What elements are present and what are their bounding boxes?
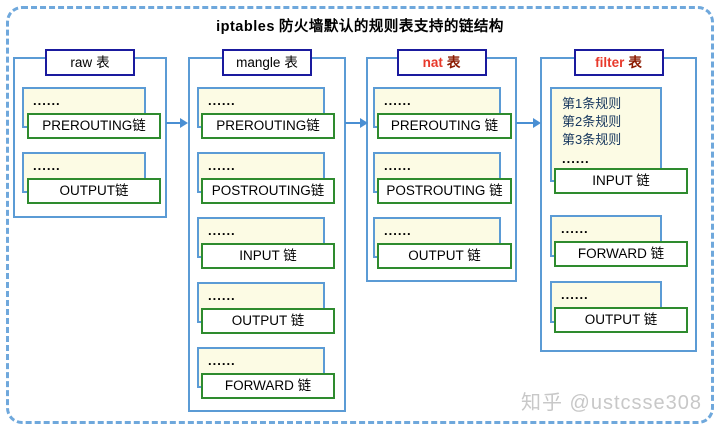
rules-ellipsis: ...... bbox=[562, 151, 590, 166]
chain-box-output: OUTPUT 链 bbox=[201, 308, 335, 334]
chain-box-prerouting: PREROUTING链 bbox=[27, 113, 161, 139]
rules-ellipsis: ...... bbox=[33, 158, 61, 173]
rules-ellipsis: ...... bbox=[561, 287, 589, 302]
flow-arrow-mangle-to-nat bbox=[345, 118, 368, 128]
rules-ellipsis: ...... bbox=[208, 288, 236, 303]
title-product-name: iptables bbox=[216, 19, 275, 35]
flow-arrow-raw-to-mangle bbox=[166, 118, 188, 128]
rules-ellipsis: ...... bbox=[208, 353, 236, 368]
rules-list: 第1条规则 第2条规则 第3条规则 ...... bbox=[552, 89, 660, 167]
zhihu-watermark: 知乎 @ustcsse308 bbox=[520, 392, 702, 414]
rules-ellipsis: ...... bbox=[208, 158, 236, 173]
chain-box-postrouting: POSTROUTING链 bbox=[201, 178, 335, 204]
rules-ellipsis: ...... bbox=[208, 93, 236, 108]
chain-box-output: OUTPUT 链 bbox=[377, 243, 512, 269]
chain-box-forward: FORWARD 链 bbox=[554, 241, 688, 267]
chain-box-input: INPUT 链 bbox=[554, 168, 688, 194]
title-text: 防火墙默认的规则表支持的链结构 bbox=[278, 19, 504, 35]
chain-box-prerouting: PREROUTING链 bbox=[201, 113, 335, 139]
table-name: mangle bbox=[236, 55, 281, 70]
chain-box-output: OUTPUT链 bbox=[27, 178, 161, 204]
table-suffix: 表 bbox=[628, 55, 642, 70]
table-suffix: 表 bbox=[284, 55, 298, 70]
rules-ellipsis: ...... bbox=[33, 93, 61, 108]
chain-box-forward: FORWARD 链 bbox=[201, 373, 335, 399]
chain-box-output: OUTPUT 链 bbox=[554, 307, 688, 333]
table-name: raw bbox=[70, 55, 93, 70]
rules-list-box: 第1条规则 第2条规则 第3条规则 ...... bbox=[550, 87, 662, 182]
rules-ellipsis: ...... bbox=[384, 93, 412, 108]
rule-line: 第2条规则 bbox=[562, 114, 622, 129]
rules-ellipsis: ...... bbox=[561, 221, 589, 236]
flow-arrow-nat-to-filter bbox=[516, 118, 541, 128]
rules-ellipsis: ...... bbox=[384, 223, 412, 238]
chain-box-postrouting: POSTROUTING 链 bbox=[377, 178, 512, 204]
table-name: filter bbox=[595, 55, 625, 70]
table-suffix: 表 bbox=[446, 55, 461, 70]
table-name: nat bbox=[422, 55, 443, 70]
rules-ellipsis: ...... bbox=[208, 223, 236, 238]
chain-box-input: INPUT 链 bbox=[201, 243, 335, 269]
table-suffix: 表 bbox=[96, 55, 110, 70]
rules-ellipsis: ...... bbox=[384, 158, 412, 173]
rule-line: 第3条规则 bbox=[562, 132, 622, 147]
chain-box-prerouting: PREROUTING 链 bbox=[377, 113, 512, 139]
rule-line: 第1条规则 bbox=[562, 96, 622, 111]
